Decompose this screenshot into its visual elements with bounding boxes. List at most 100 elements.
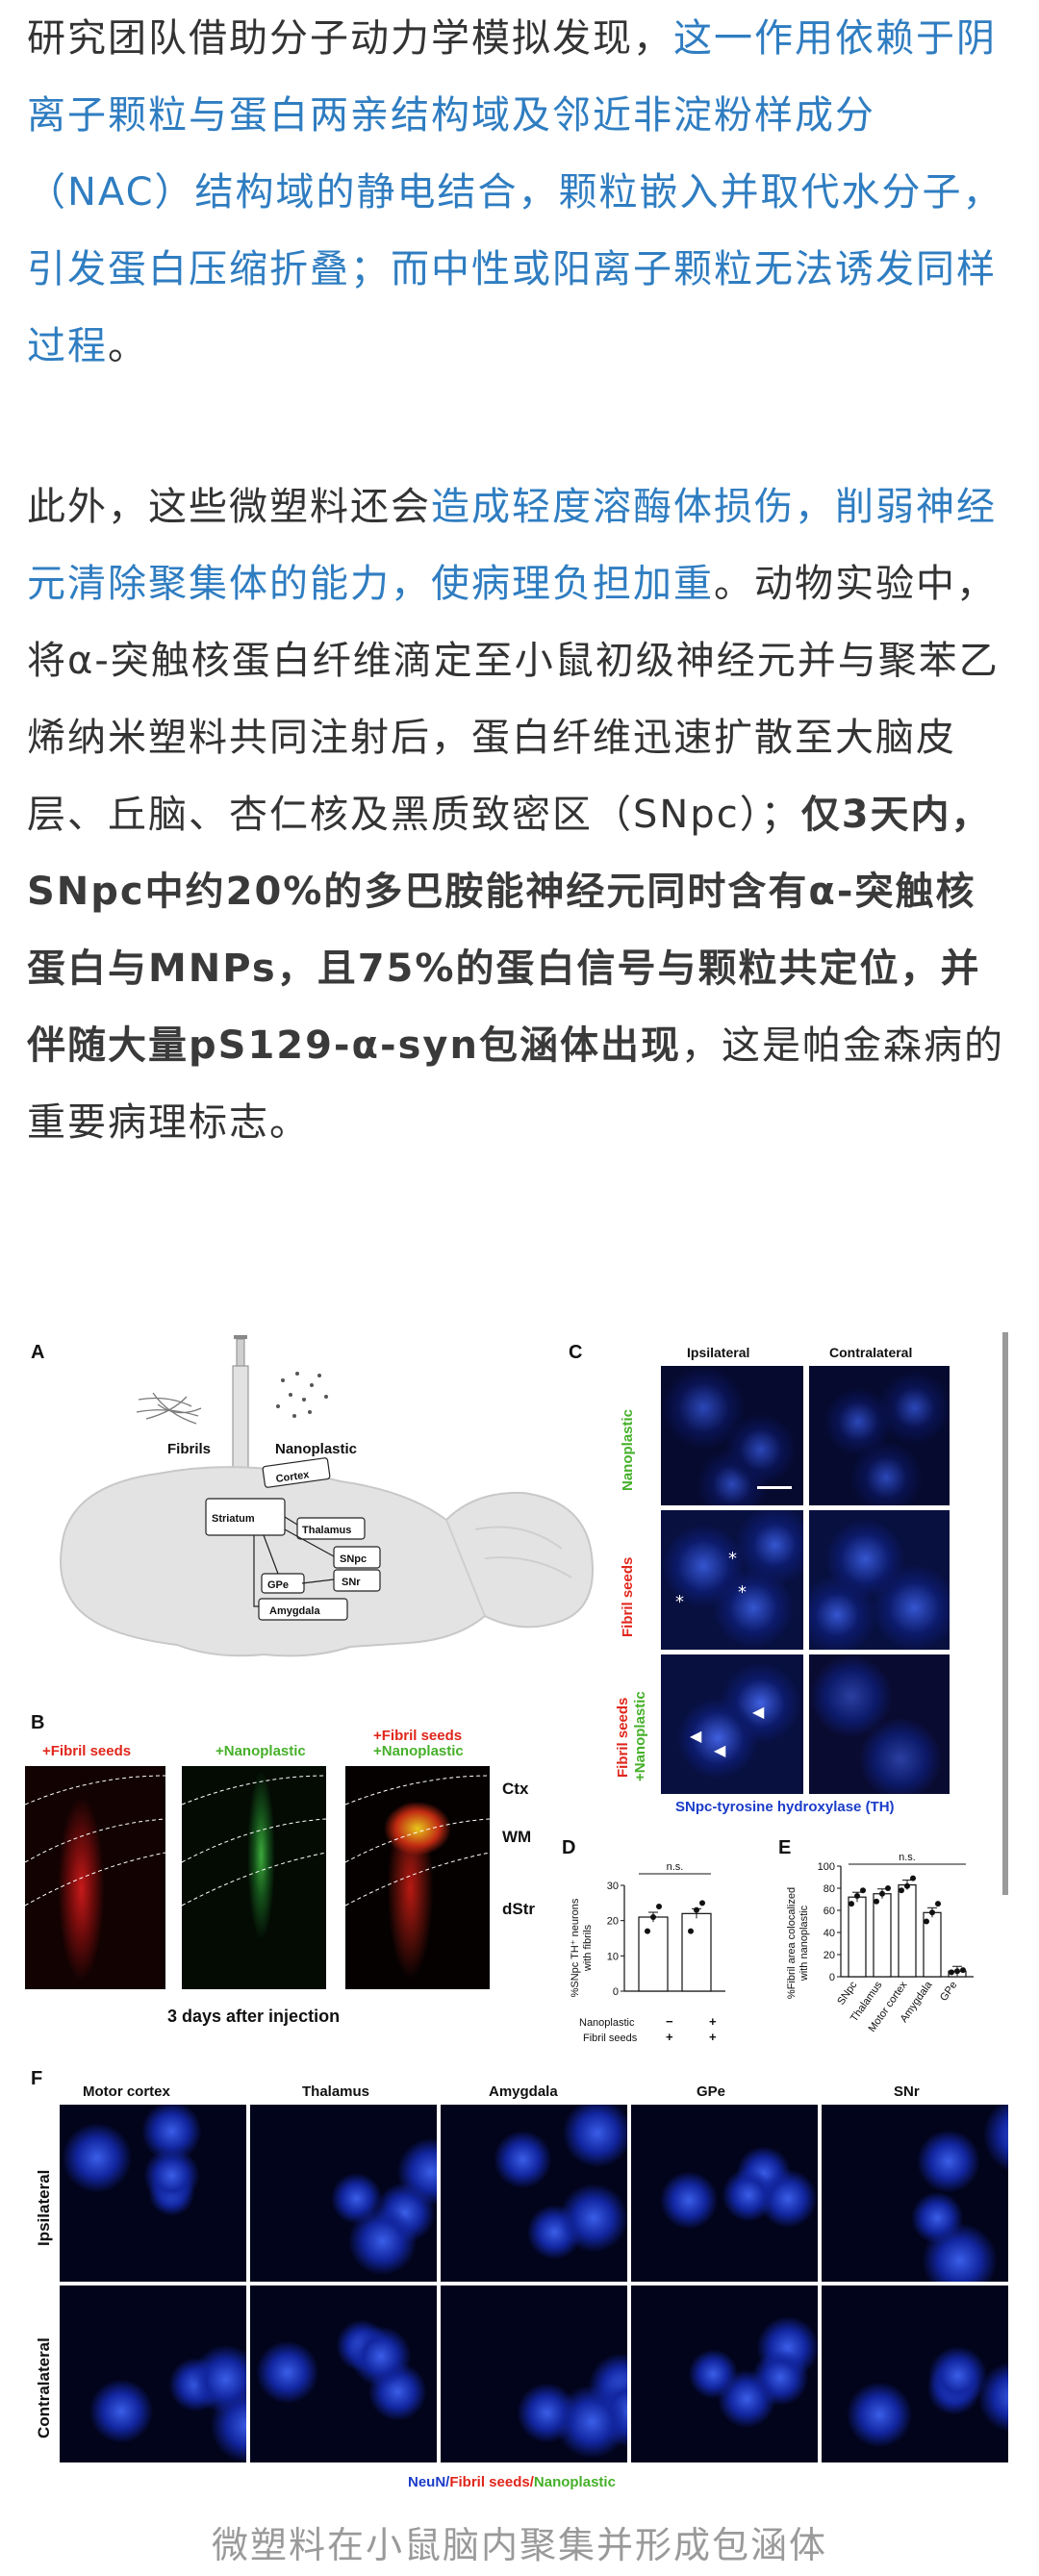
data-point (935, 1901, 941, 1907)
region-amygdala: Amygdala (269, 1605, 320, 1617)
panel-f-row-contralateral: Contralateral (35, 2337, 53, 2438)
panel-e-ylabel: %Fibril area colocalized with nanoplasti… (786, 1887, 810, 1999)
article-paragraph-2: 此外，这些微塑料还会造成轻度溶酶体损伤，削弱神经元清除聚集体的能力，使病理负担加… (27, 468, 1012, 1161)
data-point (860, 1887, 866, 1894)
arrowhead-marker: ◀ (714, 1741, 726, 1759)
asterisk-marker: * (728, 1549, 737, 1569)
y-tick-label: 30 (607, 1881, 619, 1892)
panel-b-col3-label-a: +Fibril seeds (373, 1728, 463, 1744)
panel-f-image (441, 2286, 627, 2462)
panel-b-col2-label: +Nanoplastic (215, 1743, 306, 1759)
panel-f-image (60, 2286, 246, 2462)
data-point (688, 1928, 694, 1934)
data-point (960, 1967, 966, 1974)
y-tick-label: 0 (829, 1972, 835, 1983)
panel-b-col3-label-b: +Nanoplastic (373, 1743, 464, 1759)
arrowhead-marker: ◀ (752, 1703, 765, 1721)
panel-d-row1-val1: − (666, 2014, 673, 2029)
x-tick-label: SNpc (835, 1979, 860, 2007)
bar (848, 1896, 867, 1978)
panel-d-row2-val2: + (709, 2030, 717, 2044)
panel-e-chart: %Fibril area colocalized with nanoplasti… (786, 1852, 974, 2034)
panel-b-row-dstr: dStr (502, 1900, 535, 1918)
bar (873, 1893, 892, 1978)
data-point (645, 1928, 650, 1934)
panel-c-row3-label-a: Fibril seeds (615, 1697, 631, 1778)
nanoplastic-dots-icon (276, 1372, 328, 1418)
region-cortex: Cortex (275, 1469, 311, 1485)
panel-b-row-ctx: Ctx (502, 1780, 529, 1798)
p2-seg-4: ，这是帕金森病的重要病理标志。 (27, 1023, 1004, 1145)
panel-d-ylabel: %SNpc TH⁺ neurons with fibrils (570, 1898, 594, 1997)
data-point (885, 1885, 891, 1891)
region-snr: SNr (342, 1577, 361, 1588)
significance-label: n.s. (899, 1852, 916, 1863)
p2-seg-0: 此外，这些微塑料还会 (27, 485, 431, 529)
figure-caption: 微塑料在小鼠脑内聚集并形成包涵体 (211, 2524, 827, 2566)
y-tick-label: 40 (824, 1928, 835, 1939)
data-point (954, 1968, 960, 1975)
legend-neun: NeuN/ (408, 2474, 450, 2490)
panel-b-row-wm: WM (502, 1828, 532, 1846)
panel-f-row-ipsilateral: Ipsilateral (35, 2169, 53, 2246)
panel-d-row2-val1: + (666, 2030, 673, 2044)
panel-b-wm-lines-3 (345, 1775, 490, 1907)
bar (681, 1912, 712, 1992)
y-tick-label: 0 (613, 1986, 619, 1998)
arrowhead-marker: ◀ (690, 1727, 702, 1745)
p2-seg-1-highlight: 造成轻度溶酶体损伤，削弱神经元清除聚集体的能力，使病理负担加重 (27, 485, 997, 606)
panel-b-footer: 3 days after injection (167, 2007, 341, 2026)
fibrils-icon (136, 1392, 202, 1425)
data-point (929, 1909, 935, 1916)
panel-c-img-merge-ipsi: ◀ ◀ ◀ (661, 1654, 803, 1794)
panel-f-col-amygdala: Amygdala (489, 2084, 558, 2100)
asterisk-marker: * (738, 1582, 747, 1603)
brain-outline (60, 1466, 594, 1657)
bar (638, 1916, 669, 1992)
panel-a-brain-schematic: Cortex Striatum Thalamus SNpc SNr GPe Am… (60, 1335, 594, 1657)
data-point (924, 1918, 929, 1925)
article-paragraph-1: 研究团队借助分子动力学模拟发现，这一作用依赖于阴离子颗粒与蛋白两亲结构域及邻近非… (27, 0, 1012, 385)
panel-f-image (822, 2286, 1008, 2462)
panel-b-wm-lines-1 (25, 1775, 165, 1907)
p1-seg-0: 研究团队借助分子动力学模拟发现， (27, 16, 673, 61)
panel-f-image (250, 2286, 437, 2462)
p2-seg-3-bold: 仅3天内，SNpc中约20%的多巴胺能神经元同时含有α-突触核蛋白与MNPs，且… (27, 793, 992, 1068)
panel-c-img-fibril-ipsi: * * * (661, 1510, 803, 1650)
panel-f-col-snr: SNr (894, 2084, 920, 2100)
region-gpe: GPe (267, 1579, 289, 1591)
panel-d-chart: %SNpc TH⁺ neurons with fibrils 0102030n.… (570, 1861, 725, 1998)
p1-seg-1-highlight: 这一作用依赖于阴离子颗粒与蛋白两亲结构域及邻近非淀粉样成分（NAC）结构域的静电… (27, 16, 1003, 368)
figure-right-border (1002, 1332, 1008, 1895)
region-striatum: Striatum (212, 1513, 255, 1525)
panel-d-row1-label: Nanoplastic (579, 2017, 635, 2029)
legend-nanoplastic: Nanoplastic (533, 2474, 616, 2490)
panel-a-nanoplastic-label: Nanoplastic (275, 1441, 358, 1457)
svg-text:%Fibril area colocalized: %Fibril area colocalized (786, 1887, 798, 1999)
data-point (910, 1875, 916, 1881)
panel-f-image (631, 2286, 818, 2462)
data-point (656, 1904, 662, 1909)
panel-c-ipsi-label: Ipsilateral (687, 1345, 750, 1360)
figure: A (23, 1327, 1016, 2501)
panel-a-letter: A (31, 1342, 45, 1363)
panel-f-col-motor-cortex: Motor cortex (83, 2084, 170, 2100)
panel-c-letter: C (569, 1342, 583, 1363)
data-point (849, 1901, 854, 1907)
region-snpc: SNpc (340, 1553, 367, 1565)
panel-b-image-merge (345, 1766, 490, 1989)
panel-c-contra-label: Contralateral (829, 1345, 913, 1360)
data-point (874, 1898, 879, 1905)
data-point (949, 1969, 954, 1976)
y-tick-label: 20 (824, 1950, 835, 1961)
significance-label: n.s. (667, 1861, 684, 1873)
panel-d-row2-label: Fibril seeds (583, 2033, 638, 2044)
panel-c-footer: SNpc-tyrosine hydroxylase (TH) (675, 1799, 895, 1815)
y-tick-label: 100 (818, 1861, 835, 1873)
data-point (699, 1900, 705, 1907)
y-tick-label: 20 (607, 1916, 619, 1928)
panel-b-wm-lines-2 (182, 1775, 326, 1907)
panel-c-row3-label-b: +Nanoplastic (632, 1691, 648, 1781)
panel-c-img-fibril-contra (809, 1510, 950, 1650)
data-point (904, 1882, 910, 1889)
